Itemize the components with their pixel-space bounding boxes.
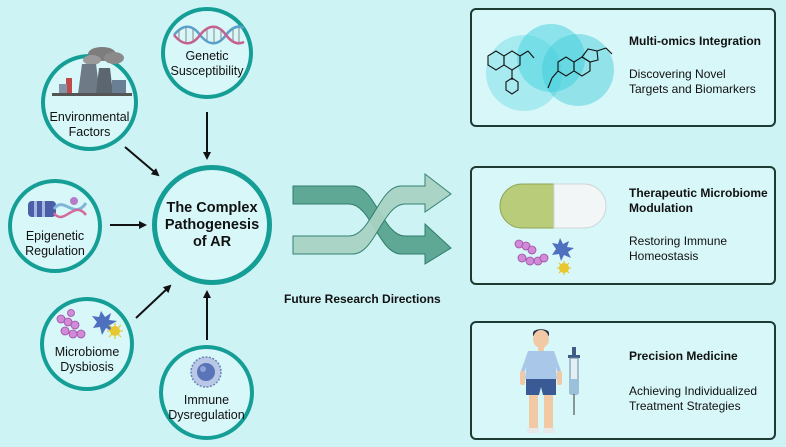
genetic-label-line1: Genetic — [185, 49, 229, 63]
precision-medicine-sub-line1: Achieving Individualized — [629, 384, 758, 398]
card-precision-medicine: Precision Medicine Achieving Individuali… — [470, 321, 776, 440]
genetic-label-line2: Susceptibility — [170, 64, 244, 78]
chromatin-icon — [28, 197, 88, 219]
node-genetic-susceptibility: Genetic Susceptibility — [161, 7, 253, 99]
microbiome-modulation-title-line1: Therapeutic Microbiome — [629, 186, 768, 200]
probiotic-bacteria-icon — [514, 238, 574, 275]
environmental-label-line1: Environmental — [49, 110, 130, 124]
microbiome-label-line2: Dysbiosis — [60, 360, 114, 374]
precision-medicine-sub-line2: Treatment Strategies — [629, 399, 741, 413]
node-epigenetic-regulation: Epigenetic Regulation — [8, 179, 102, 273]
microbiome-modulation-sub-line1: Restoring Immune — [629, 234, 728, 248]
card-microbiome-modulation: Therapeutic Microbiome Modulation Restor… — [470, 166, 776, 285]
immune-label-line2: Dysregulation — [168, 408, 245, 422]
precision-medicine-title: Precision Medicine — [629, 349, 738, 363]
multi-omics-title: Multi-omics Integration — [629, 34, 761, 48]
arrow-environmental-to-center — [124, 146, 160, 177]
epigenetic-label-line1: Epigenetic — [25, 229, 85, 243]
precision-medicine-subtitle: Achieving Individualized Treatment Strat… — [629, 384, 757, 414]
node-environmental-factors: Environmental Factors — [41, 47, 138, 151]
multi-omics-sub-line1: Discovering Novel — [629, 67, 726, 81]
microbiome-modulation-title: Therapeutic Microbiome Modulation — [629, 186, 768, 216]
center-title-line3: of AR — [192, 233, 232, 250]
molecule-icon — [486, 24, 614, 111]
node-microbiome-dysbiosis: Microbiome Dysbiosis — [40, 297, 134, 391]
crossing-arrows-icon — [292, 172, 452, 265]
microbiome-modulation-sub-line2: Homeostasis — [629, 249, 699, 263]
future-research-label: Future Research Directions — [284, 292, 441, 306]
capsule-icon — [499, 183, 607, 229]
syringe-icon — [568, 347, 580, 415]
person-icon — [520, 329, 562, 433]
center-node: The Complex Pathogenesis of AR — [152, 165, 272, 285]
immune-cell-icon — [190, 356, 222, 388]
center-title-line1: The Complex — [166, 199, 258, 216]
environmental-label-line2: Factors — [68, 125, 111, 139]
factory-icon — [52, 47, 132, 96]
arrow-microbiome-to-center — [135, 284, 172, 319]
microbiome-modulation-title-line2: Modulation — [629, 201, 693, 215]
microbiome-label-line1: Microbiome — [54, 345, 120, 359]
card-multi-omics: Multi-omics Integration Discovering Nove… — [470, 8, 776, 127]
immune-label-line1: Immune — [183, 393, 230, 407]
multi-omics-subtitle: Discovering Novel Targets and Biomarkers — [629, 67, 756, 97]
center-title-line2: Pathogenesis — [164, 216, 260, 233]
node-immune-dysregulation: Immune Dysregulation — [159, 345, 254, 440]
dna-icon — [173, 25, 245, 45]
multi-omics-sub-line2: Targets and Biomarkers — [629, 82, 756, 96]
center-title: The Complex Pathogenesis of AR — [165, 200, 259, 251]
microbiome-modulation-subtitle: Restoring Immune Homeostasis — [629, 234, 727, 264]
bacteria-icon — [56, 309, 123, 339]
epigenetic-label-line2: Regulation — [25, 244, 85, 258]
